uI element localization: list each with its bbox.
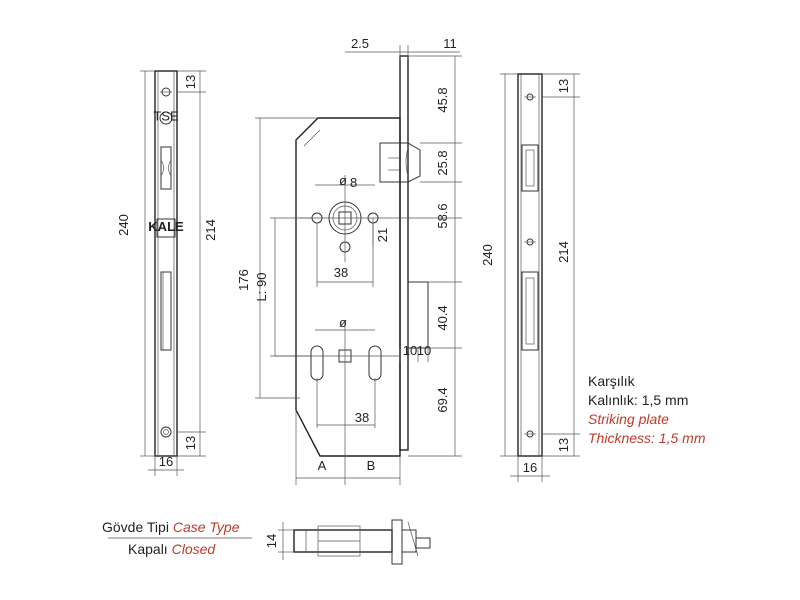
faceplate-width: 11 [443,36,457,51]
front-plate-height: 240 [116,214,131,236]
striking-plate-label-tr: Karşılık [588,373,635,389]
strike-top-offset: 13 [556,79,571,93]
strike-height: 240 [480,244,495,266]
front-bolt-cutout [160,271,172,351]
tse-stamp-text: TSE [153,109,179,124]
case-type-value-en: Closed [171,541,216,557]
latch-height: 25.8 [435,150,450,175]
bottom-height: 69.4 [435,387,450,412]
spindle-diameter-symbol: ø [339,173,347,188]
backset-a-label: A [318,458,327,473]
bolt-throw-1: 10 [403,343,417,358]
body-height: 176 [236,269,251,291]
striking-plate-thickness-en: Thickness: 1,5 mm [588,430,706,446]
case-side-latch [415,537,431,549]
spindle-hole-pitch: 38 [334,265,348,280]
striking-plate-view: 240 214 13 13 16 [480,73,580,482]
cylinder-diameter-symbol: ø [339,315,347,330]
case-side-faceplate [391,519,403,565]
case-type-label-tr: Gövde Tipi [102,519,169,535]
case-thickness: 14 [264,534,279,548]
spindle-offset: 21 [375,228,390,242]
striking-plate-label-en: Striking plate [588,411,669,427]
strike-latch-opening [521,144,539,192]
kale-logo [156,218,176,238]
lock-case-outline [295,117,401,457]
strike-bottom-offset: 13 [556,438,571,452]
lock-body-view: ø 8 38 21 ø 38 2.5 11 [236,36,462,485]
faceplate-thickness: 2.5 [351,36,369,51]
front-plate-outline [154,70,178,457]
latch-tongue [379,142,421,183]
case-side-view: 14 [108,519,431,565]
tse-stamp-icon [159,111,173,125]
deadbolt [407,281,429,349]
bolt-throw-2: 10 [417,343,431,358]
front-latch-cutout [160,146,172,190]
latch-top-distance: 45.8 [435,87,450,112]
striking-plate-note: Karşılık Kalınlık: 1,5 mm Striking plate… [588,372,705,448]
cylinder-hole-pitch: 38 [355,410,369,425]
cylinder-cutout-left [310,345,324,381]
center-distance: L: 90 [254,273,269,302]
front-plate-bottom-offset: 13 [183,436,198,450]
front-plate-width: 16 [159,454,173,469]
front-plate-top-offset: 13 [183,75,198,89]
strike-width: 16 [523,460,537,475]
backset-b-label: B [367,458,376,473]
front-plate-view: TSE KALE 240 214 13 13 16 [116,70,218,476]
spindle-square-size: 8 [350,175,357,190]
strike-bolt-opening [521,271,539,351]
bolt-height: 40.4 [435,305,450,330]
case-type-label: Gövde Tipi Case Type [102,519,240,535]
lock-faceplate [399,55,409,451]
kale-logo-text: KALE [148,219,184,234]
spindle-to-latch: 58.6 [435,203,450,228]
case-type-label-en: Case Type [172,519,240,535]
front-bottom-screw-icon [160,426,172,438]
striking-plate-thickness-tr: Kalınlık: 1,5 mm [588,392,689,408]
cylinder-cutout-right [368,345,382,381]
strike-hole-pitch: 214 [556,241,571,263]
striking-plate-outline [517,73,543,457]
front-plate-hole-pitch: 214 [203,219,218,241]
case-type-value: Kapalı Closed [128,541,215,557]
case-type-value-tr: Kapalı [128,541,168,557]
